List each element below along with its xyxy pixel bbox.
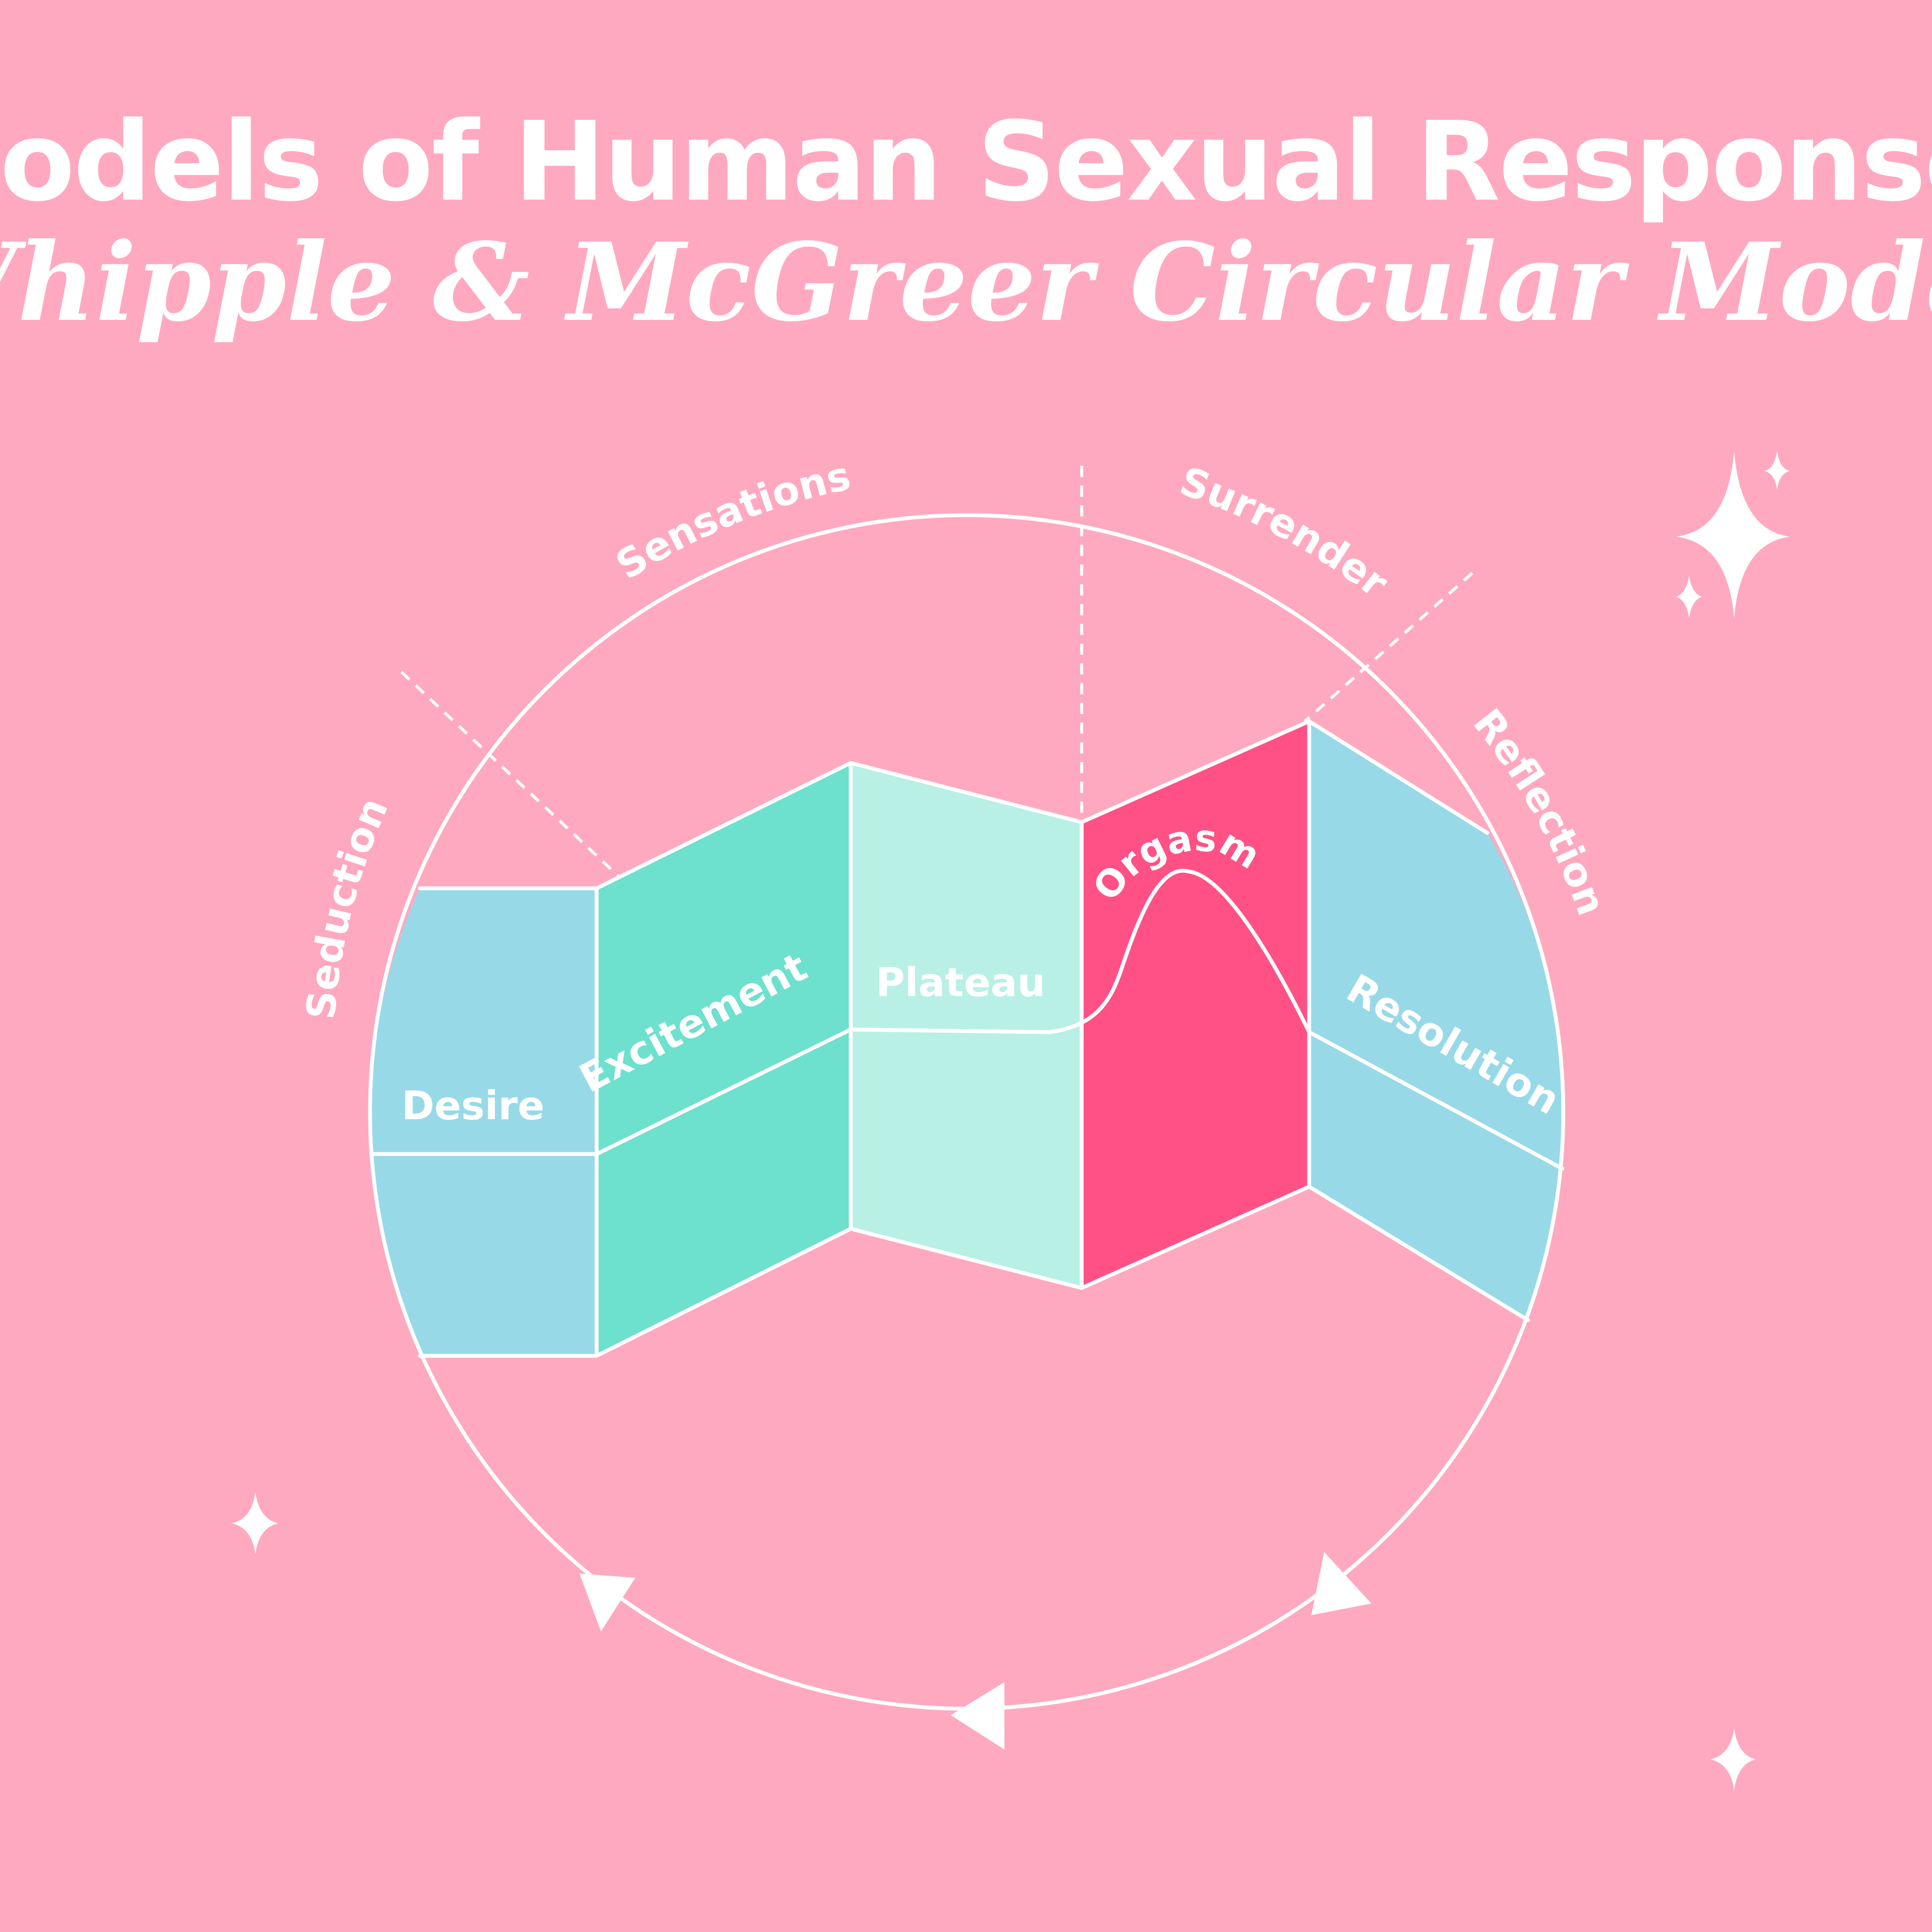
orgasm-panel: [1082, 721, 1309, 1288]
stage-dividers: [400, 466, 1474, 877]
arrow-bottom-icon: [951, 1682, 1004, 1750]
arrow-left-icon: [579, 1574, 635, 1631]
sparkles: [232, 451, 1790, 1790]
page-title: Models of Human Sexual Response:: [0, 98, 1932, 226]
plateau-panel: [851, 763, 1082, 1288]
page-subtitle: Whipple & McGreer Circular Model: [0, 219, 1932, 345]
cycle-arrows: [579, 1552, 1371, 1750]
sparkle-medium-icon: [232, 1492, 278, 1554]
desire-label: Desire: [402, 1083, 545, 1129]
excitement-panel: [597, 763, 851, 1356]
orgasm-curve: [1047, 869, 1311, 1034]
resolution-panel: [1309, 721, 1562, 1320]
sparkle-large-icon: [1676, 451, 1790, 618]
plateau-label: Plateau: [876, 960, 1046, 1005]
panel-outlines: [369, 719, 1565, 1358]
sparkle-small-icon: [1676, 575, 1702, 618]
sparkle-medium-icon: [1711, 1728, 1756, 1790]
desire-panel: [371, 888, 597, 1356]
arrow-right-icon: [1311, 1552, 1371, 1615]
sparkle-small-icon: [1764, 451, 1790, 489]
